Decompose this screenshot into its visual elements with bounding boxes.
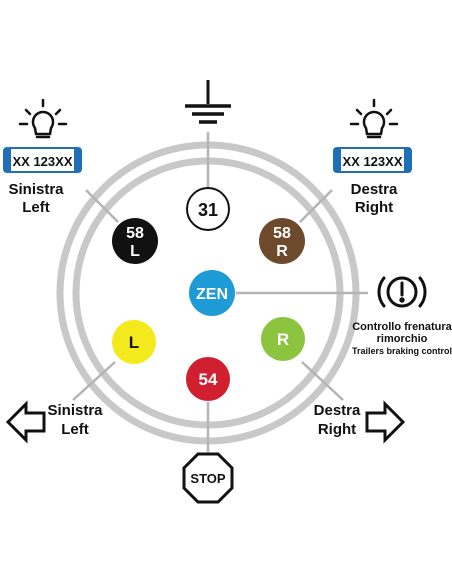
label-top-right-line1: Destra <box>351 181 398 198</box>
pin-label-line1: 58 <box>273 225 291 242</box>
pin-left-position: 58 L <box>112 218 158 264</box>
pin-label-line2: R <box>276 243 288 260</box>
pin-center: ZEN <box>189 270 235 316</box>
pin-label: 54 <box>199 370 218 389</box>
label-bottom-left-line1: Sinistra <box>47 402 103 419</box>
label-bottom-right-line1: Destra <box>314 402 361 419</box>
arrow-right-icon <box>365 400 406 444</box>
label-top-right-line2: Right <box>355 199 393 216</box>
connector-lines <box>72 132 368 452</box>
label-top-left-line1: Sinistra <box>8 181 64 198</box>
line-left-position <box>85 189 119 223</box>
license-plate-left: XX 123XX <box>3 147 82 173</box>
pin-label: R <box>277 330 289 349</box>
stop-sign-text: STOP <box>190 471 225 486</box>
arrow-left-icon <box>5 400 46 444</box>
plate-text: XX 123XX <box>343 154 403 169</box>
ground-icon <box>185 80 231 124</box>
label-brake-line2: rimorchio <box>377 333 428 345</box>
pin-right-position: 58 R <box>259 218 305 264</box>
label-top-left-line2: Left <box>22 199 50 216</box>
pin-label: L <box>129 333 139 352</box>
lamp-icon <box>18 98 68 139</box>
pin-ground: 31 <box>186 187 230 231</box>
label-brake-line3: Trailers braking control <box>352 346 452 356</box>
plate-text: XX 123XX <box>13 154 73 169</box>
line-left-turn <box>72 361 116 401</box>
label-bottom-left-line2: Left <box>61 421 89 438</box>
pin-left-turn: L <box>112 320 156 364</box>
label-bottom-right-line2: Right <box>318 421 356 438</box>
lamp-icon <box>349 98 399 139</box>
pin-label: 31 <box>198 200 218 220</box>
license-plate-right: XX 123XX <box>333 147 412 173</box>
pin-label-line2: L <box>130 243 140 260</box>
pin-right-turn: R <box>261 317 305 361</box>
label-brake-line1: Controllo frenatura <box>352 321 452 333</box>
pin-stop: 54 <box>186 357 230 401</box>
stop-sign-icon: STOP <box>182 452 234 504</box>
pin-label: ZEN <box>196 286 228 303</box>
line-right-turn <box>301 361 344 401</box>
pin-label-line1: 58 <box>126 225 144 242</box>
brake-warning-icon <box>377 276 427 308</box>
line-right-position <box>299 189 333 223</box>
